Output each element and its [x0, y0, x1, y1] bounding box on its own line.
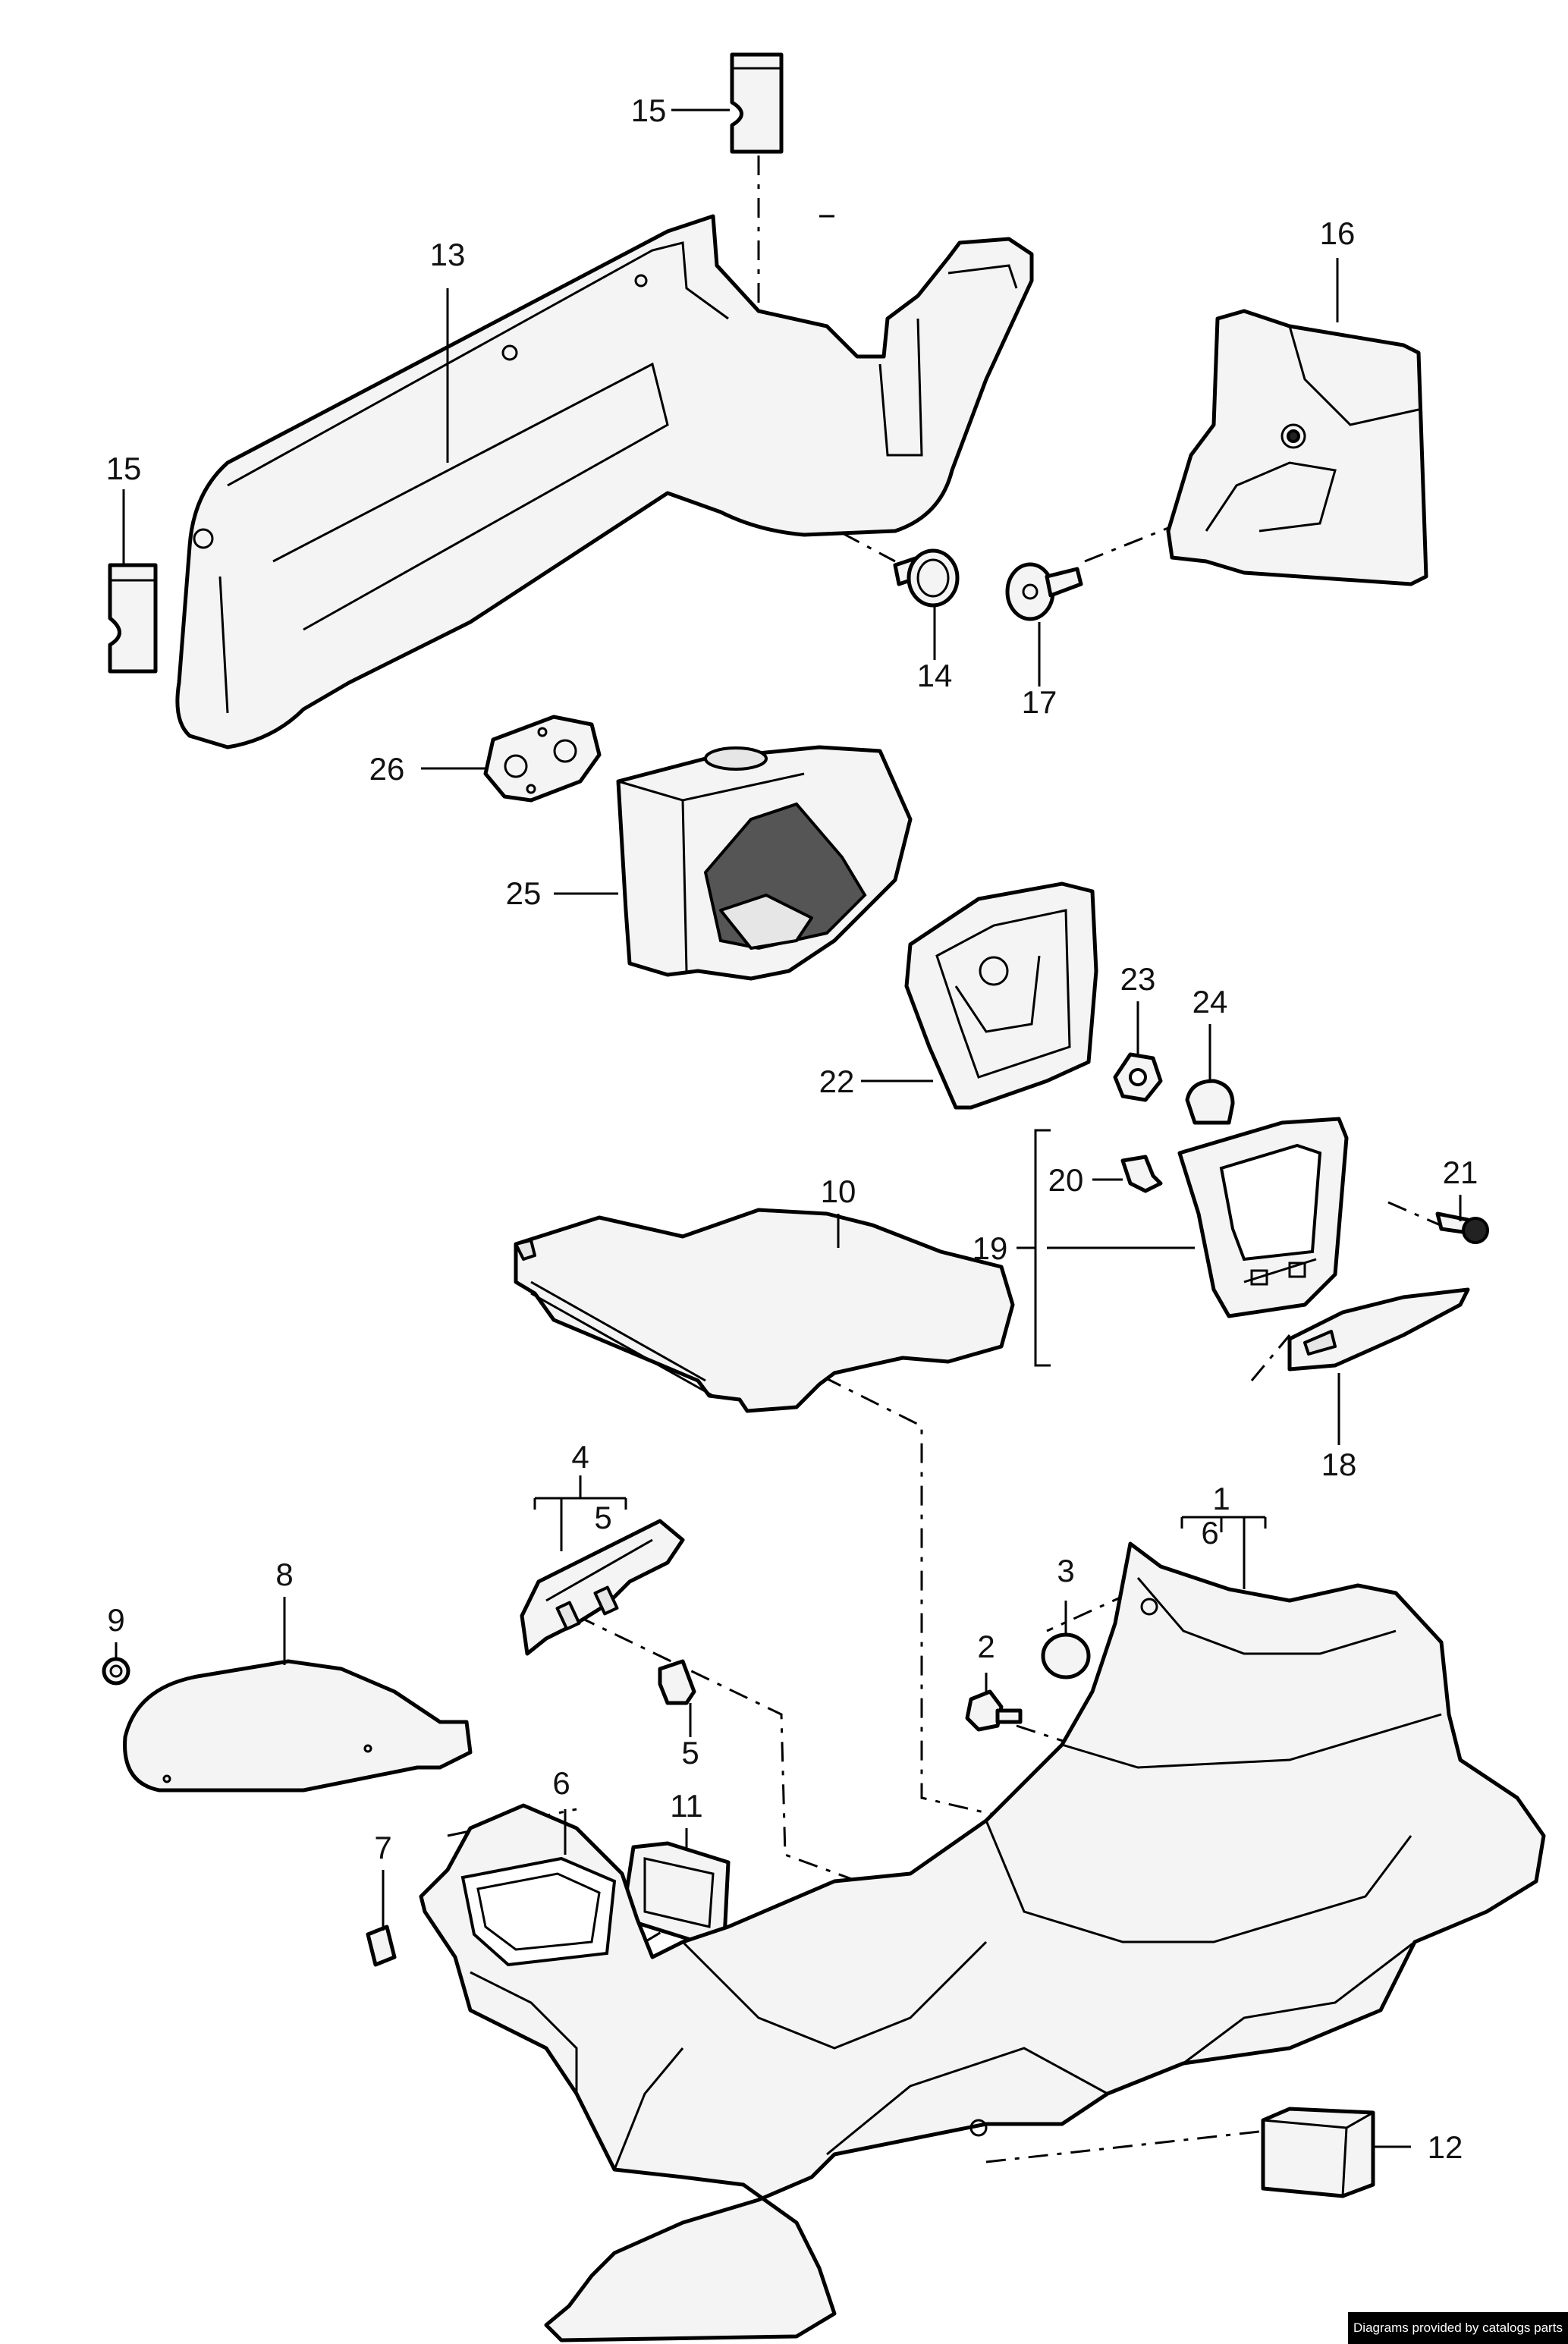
part-18-handle — [1287, 1287, 1470, 1372]
callout-labels: 15 13 15 16 14 17 26 25 23 24 22 21 10 2… — [106, 93, 1478, 2165]
callout-9: 9 — [107, 1602, 124, 1638]
part-8-side-cover — [123, 1659, 473, 1793]
part-12-box — [1261, 2107, 1375, 2198]
callout-15-top: 15 — [631, 93, 667, 128]
part-16-corner-trim — [1166, 309, 1428, 586]
part-2-bolt — [965, 1689, 1023, 1732]
callout-24: 24 — [1192, 984, 1228, 1020]
callout-5-bottom: 5 — [681, 1735, 699, 1771]
part-24-cap — [1185, 1079, 1235, 1125]
part-3-plug — [1041, 1632, 1091, 1679]
part-15-left-clip — [108, 563, 158, 674]
part-10-floor-panel — [514, 1208, 1015, 1413]
callout-7: 7 — [374, 1830, 391, 1865]
part-17-push-pin — [1005, 562, 1083, 621]
callout-3: 3 — [1057, 1553, 1074, 1588]
callout-17: 17 — [1022, 684, 1057, 720]
callout-6-top: 6 — [1201, 1515, 1218, 1551]
credit-banner: Diagrams provided by catalogs parts — [1348, 2312, 1568, 2344]
part-13-side-trim-panel — [175, 214, 1034, 749]
callout-11: 11 — [670, 1788, 703, 1824]
callout-18: 18 — [1321, 1447, 1357, 1482]
callout-12: 12 — [1428, 2129, 1463, 2165]
part-22-frame — [904, 881, 1098, 1110]
callout-2: 2 — [977, 1629, 995, 1664]
callout-21: 21 — [1443, 1155, 1478, 1190]
part-15-top-clip — [730, 52, 784, 154]
callout-23: 23 — [1120, 961, 1156, 997]
part-19-bezel — [1177, 1117, 1349, 1318]
part-1-trunk-liner — [419, 1541, 1546, 2342]
part-20-clip — [1120, 1155, 1163, 1193]
callout-15-left: 15 — [106, 451, 142, 486]
callout-1: 1 — [1212, 1481, 1230, 1516]
part-14-push-pin — [893, 548, 960, 608]
part-21-screw — [1435, 1211, 1489, 1244]
callout-19: 19 — [973, 1230, 1008, 1266]
part-9-nut — [102, 1657, 130, 1686]
callout-16: 16 — [1320, 215, 1356, 251]
part-7-clip — [366, 1925, 397, 1967]
callout-4: 4 — [571, 1439, 589, 1475]
callout-25: 25 — [506, 875, 542, 911]
part-4-latch — [520, 1519, 685, 1656]
callout-20: 20 — [1048, 1162, 1084, 1198]
callout-8: 8 — [275, 1557, 293, 1592]
leader-lines — [115, 108, 1462, 2148]
part-23-nut — [1113, 1052, 1163, 1102]
callout-14: 14 — [917, 658, 953, 693]
part-5-clip — [658, 1659, 696, 1705]
part-25-housing — [616, 745, 913, 981]
callout-10: 10 — [821, 1174, 856, 1209]
callout-5-top: 5 — [594, 1500, 611, 1535]
callout-13: 13 — [430, 237, 466, 272]
callout-26: 26 — [369, 751, 405, 787]
callout-22: 22 — [819, 1064, 855, 1099]
part-26-gasket-plate — [483, 715, 602, 803]
callout-6-bottom: 6 — [552, 1765, 570, 1801]
